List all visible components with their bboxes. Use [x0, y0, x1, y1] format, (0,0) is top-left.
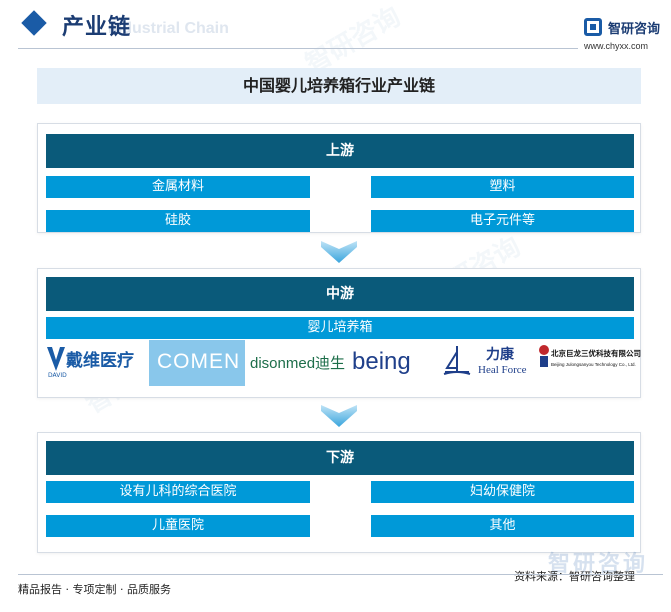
diamond-icon — [21, 10, 47, 36]
footer-watermark: 智研咨询 — [548, 552, 649, 577]
logo-julong: 北京巨龙三优科技有限公司 Beijing Julongsanyou Techno… — [538, 340, 641, 386]
logo-healforce-name: 力康 — [486, 347, 514, 363]
upstream-item: 金属材料 — [46, 176, 310, 198]
brand-logo-icon — [584, 18, 602, 36]
logo-comen-name: COMEN — [157, 350, 241, 373]
upstream-header: 上游 — [46, 134, 634, 168]
chart-title: 中国婴儿培养箱行业产业链 — [37, 68, 641, 104]
page-header: Industrial Chain 产业链 智研咨询 www.chyxx.com — [0, 0, 671, 62]
logo-david-sub: DAVID — [48, 372, 67, 379]
logo-julong-name: 北京巨龙三优科技有限公司 — [551, 349, 641, 358]
logo-healforce-sub: Heal Force — [478, 364, 527, 376]
midstream-panel: 中游 婴儿培养箱 戴维医疗 DAVID COMEN disonmed迪生 bei… — [37, 268, 641, 398]
footer-slogan: 精品报告 · 专项定制 · 品质服务 — [18, 583, 171, 596]
logo-being-name: being — [352, 348, 411, 375]
david-logo-icon — [47, 347, 65, 371]
midstream-header: 中游 — [46, 277, 634, 311]
downstream-item: 妇幼保健院 — [371, 481, 634, 503]
logo-disonmed: disonmed迪生 — [250, 340, 346, 386]
upstream-panel: 上游 金属材料 塑料 硅胶 电子元件等 — [37, 123, 641, 233]
downstream-header: 下游 — [46, 441, 634, 475]
down-arrow-icon — [321, 405, 357, 427]
page-title: 产业链 — [62, 15, 132, 40]
julong-logo-icon — [539, 345, 549, 367]
logo-healforce: 力康 Heal Force — [442, 340, 534, 386]
downstream-item: 儿童医院 — [46, 515, 310, 537]
header-subtitle-ghost: Industrial Chain — [108, 20, 229, 37]
healforce-logo-icon — [443, 346, 471, 375]
down-arrow-icon — [321, 241, 357, 263]
upstream-item: 塑料 — [371, 176, 634, 198]
logo-david: 戴维医疗 DAVID — [46, 340, 144, 386]
logo-disonmed-name: disonmed迪生 — [250, 355, 346, 372]
page-footer: 智研咨询 资料来源：智研咨询整理 精品报告 · 专项定制 · 品质服务 — [0, 552, 671, 612]
source-note: 资料来源：智研咨询整理 — [514, 570, 635, 583]
downstream-item: 其他 — [371, 515, 634, 537]
brand-name: 智研咨询 — [608, 22, 661, 37]
upstream-item: 硅胶 — [46, 210, 310, 232]
downstream-panel: 下游 设有儿科的综合医院 妇幼保健院 儿童医院 其他 — [37, 432, 641, 553]
midstream-product: 婴儿培养箱 — [46, 317, 634, 339]
brand-block[interactable]: 智研咨询 www.chyxx.com — [584, 14, 668, 54]
logo-david-name: 戴维医疗 — [66, 351, 134, 371]
header-divider — [18, 48, 578, 49]
logo-julong-sub: Beijing Julongsanyou Technology Co., Ltd… — [551, 362, 636, 367]
downstream-item: 设有儿科的综合医院 — [46, 481, 310, 503]
company-logos: 戴维医疗 DAVID COMEN disonmed迪生 being 力康 Hea… — [46, 340, 641, 386]
footer-divider — [18, 574, 663, 575]
logo-being: being — [350, 340, 438, 386]
brand-url[interactable]: www.chyxx.com — [584, 41, 649, 51]
logo-comen: COMEN — [149, 340, 245, 386]
upstream-item: 电子元件等 — [371, 210, 634, 232]
